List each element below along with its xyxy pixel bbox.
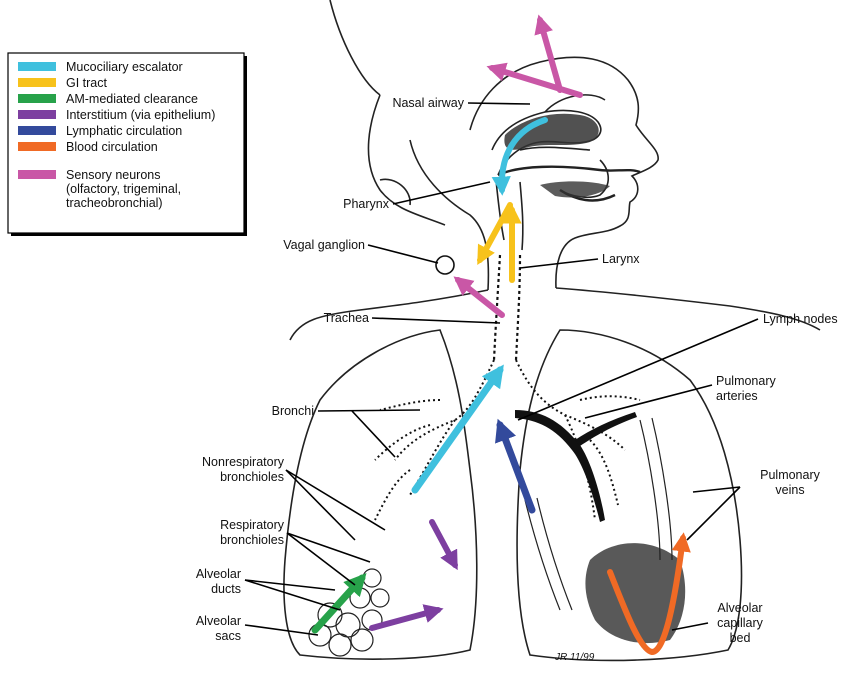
legend-label: Interstitium (via epithelium) bbox=[66, 108, 215, 122]
label-nasal-airway: Nasal airway bbox=[392, 96, 464, 110]
legend-label: Lymphatic circulation bbox=[66, 124, 182, 138]
sensory-arrow-left bbox=[492, 68, 580, 95]
label-alveolar-capillary-bed-1: Alveolar bbox=[717, 601, 762, 615]
legend-swatch bbox=[18, 142, 56, 151]
legend-sensory-label: Sensory neurons bbox=[66, 168, 161, 182]
legend-label: Blood circulation bbox=[66, 140, 158, 154]
sensory-arrow-up bbox=[540, 20, 560, 90]
label-nonrespiratory-bronchioles-1: Nonrespiratory bbox=[202, 455, 285, 469]
label-alveolar-sacs-2: sacs bbox=[215, 629, 241, 643]
alveolar-sacs-cluster bbox=[309, 569, 389, 656]
legend: Mucociliary escalator GI tractAM-mediated… bbox=[8, 53, 247, 236]
label-bronchi: Bronchi bbox=[272, 404, 314, 418]
label-respiratory-bronchioles-2: bronchioles bbox=[220, 533, 284, 547]
legend-swatch bbox=[18, 62, 56, 71]
label-pulmonary-veins-2: veins bbox=[775, 483, 804, 497]
legend-swatch bbox=[18, 126, 56, 135]
label-respiratory-bronchioles-1: Respiratory bbox=[220, 518, 285, 532]
artist-signature: JR 11/99 bbox=[554, 652, 595, 663]
head-outline bbox=[290, 0, 820, 340]
label-alveolar-sacs-1: Alveolar bbox=[196, 614, 241, 628]
label-vagal-ganglion: Vagal ganglion bbox=[283, 238, 365, 252]
label-pulmonary-veins-1: Pulmonary bbox=[760, 468, 820, 482]
gi-arrow-down bbox=[480, 205, 510, 260]
legend-swatch bbox=[18, 78, 56, 87]
legend-sensory-label: tracheobronchial) bbox=[66, 196, 163, 210]
nasal-turbinates bbox=[504, 114, 598, 150]
label-nonrespiratory-bronchioles-2: bronchioles bbox=[220, 470, 284, 484]
trachea bbox=[494, 255, 520, 360]
legend-swatch-sensory bbox=[18, 170, 56, 179]
label-lymph-nodes: Lymph nodes bbox=[763, 312, 838, 326]
label-trachea: Trachea bbox=[324, 311, 369, 325]
label-alveolar-ducts-2: ducts bbox=[211, 582, 241, 596]
label-alveolar-capillary-bed-2: capillary bbox=[717, 616, 764, 630]
label-alveolar-capillary-bed-3: bed bbox=[730, 631, 751, 645]
interstitium-arrow-down bbox=[432, 522, 455, 565]
legend-label: Mucociliary escalator bbox=[66, 60, 183, 74]
legend-swatch bbox=[18, 94, 56, 103]
label-pulmonary-arteries-2: arteries bbox=[716, 389, 758, 403]
legend-label: GI tract bbox=[66, 76, 108, 90]
label-alveolar-ducts-1: Alveolar bbox=[196, 567, 241, 581]
label-larynx: Larynx bbox=[602, 252, 640, 266]
vagal-ganglion bbox=[436, 256, 454, 274]
label-pulmonary-arteries-1: Pulmonary bbox=[716, 374, 776, 388]
sensory-arrow-vagal bbox=[458, 280, 502, 315]
legend-sensory-label: (olfactory, trigeminal, bbox=[66, 182, 181, 196]
legend-label: AM-mediated clearance bbox=[66, 92, 198, 106]
lymphatic-arrow bbox=[500, 425, 532, 510]
legend-swatch bbox=[18, 110, 56, 119]
label-pharynx: Pharynx bbox=[343, 197, 390, 211]
